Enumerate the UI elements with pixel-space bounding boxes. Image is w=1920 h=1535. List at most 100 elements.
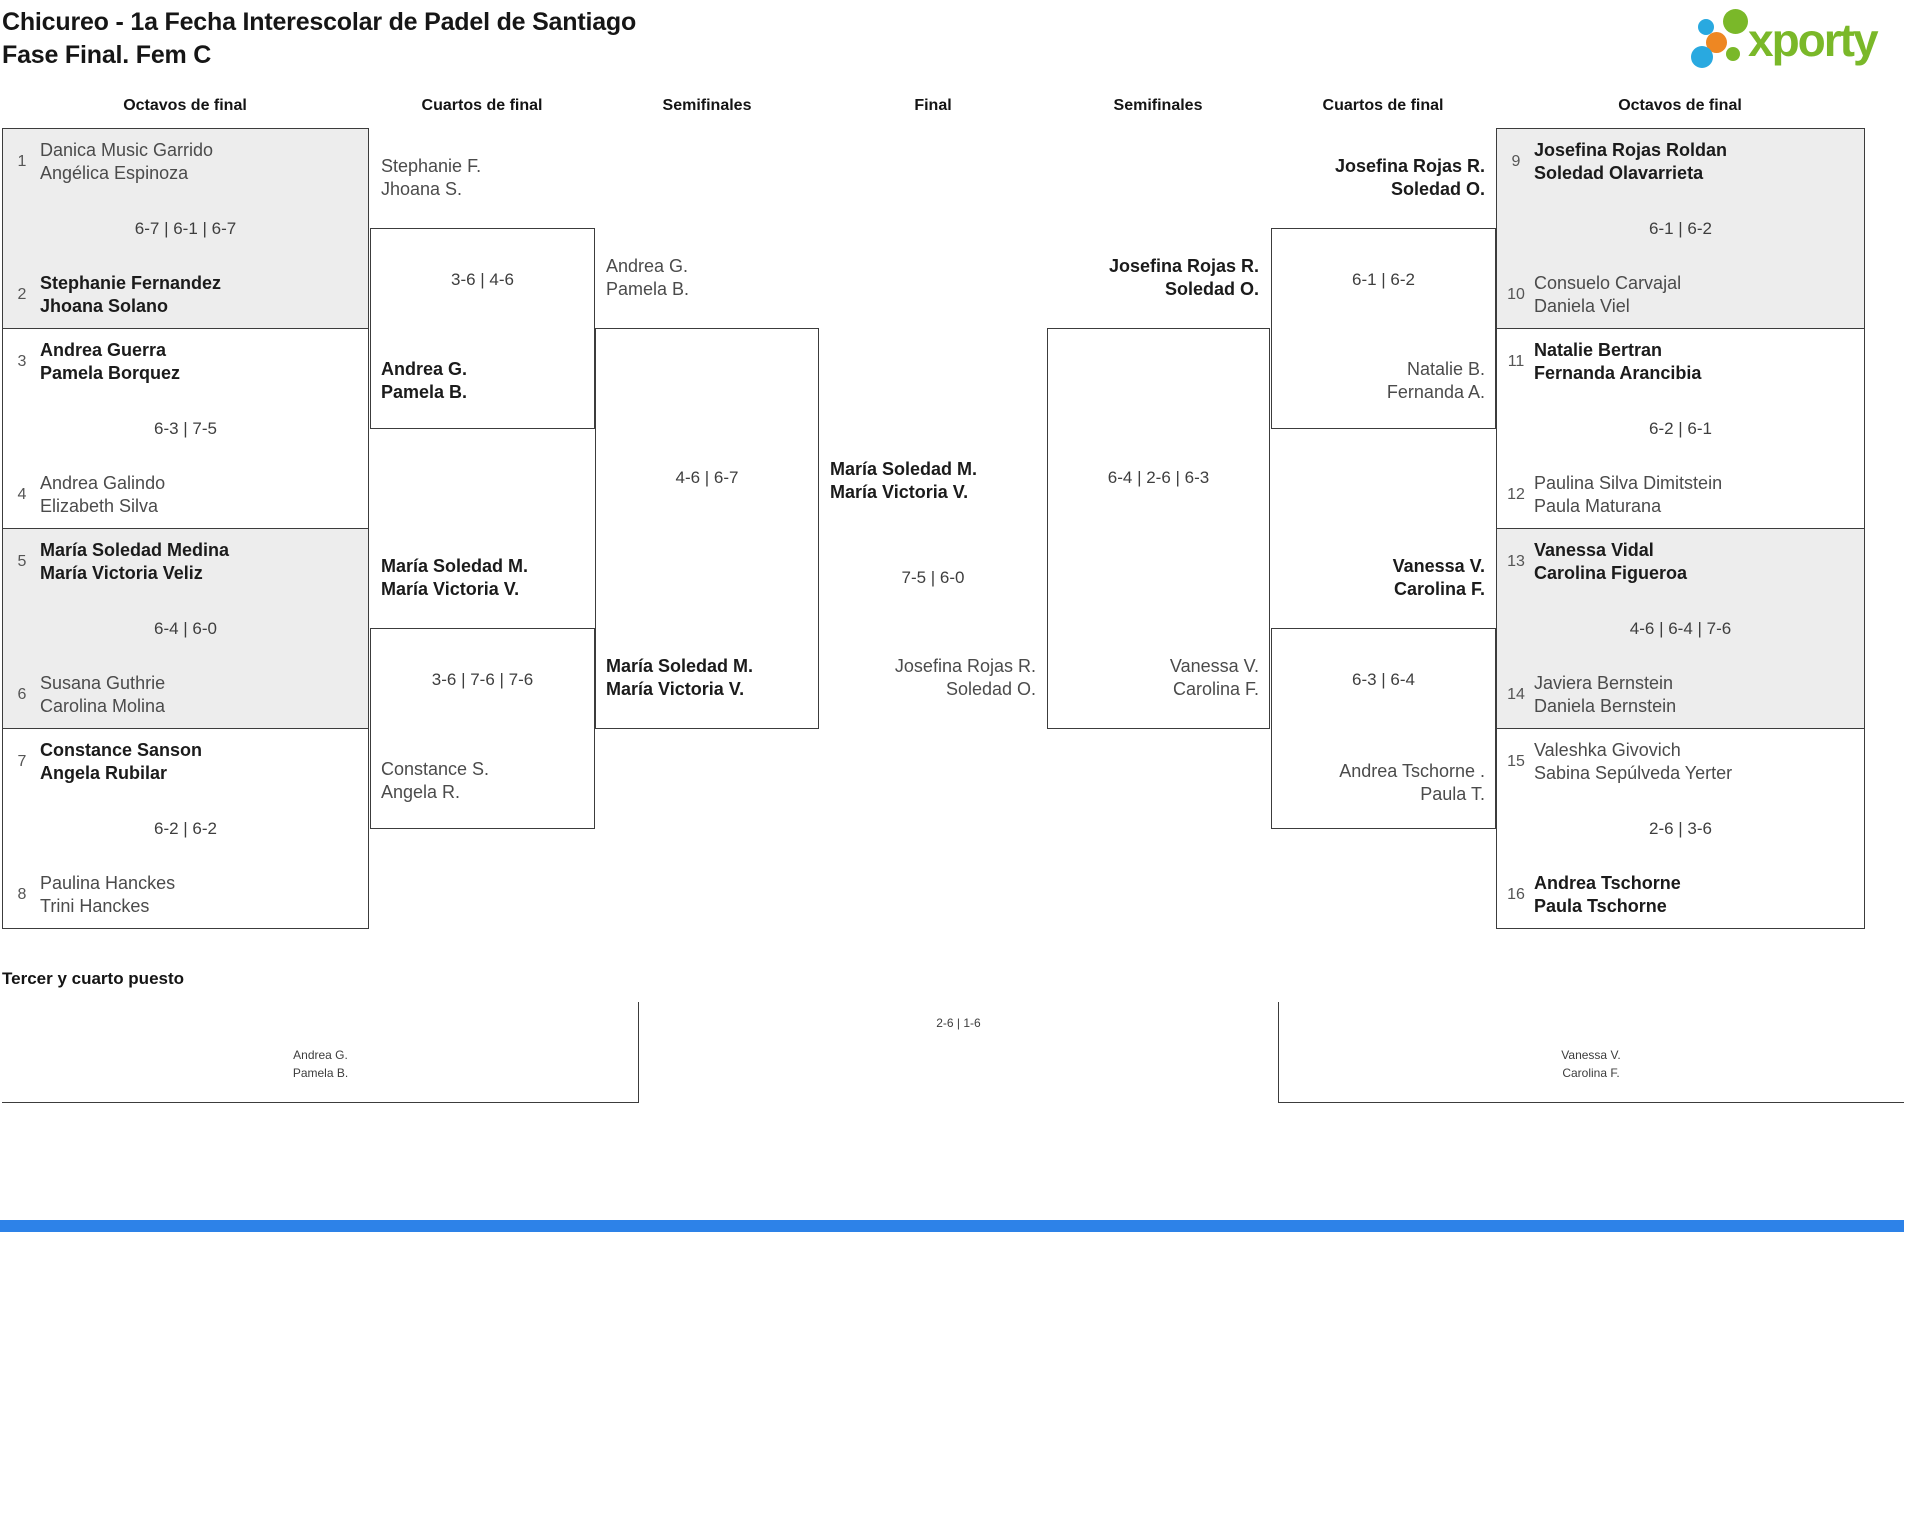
player-name: Carolina F. xyxy=(1393,579,1485,599)
round-header-cuartos-right: Cuartos de final xyxy=(1322,97,1444,114)
player-name: Valeshka Givovich xyxy=(1534,740,1681,760)
player-name: Paulina Silva Dimitstein xyxy=(1534,473,1723,493)
player-name: María Victoria V. xyxy=(606,679,745,699)
match-score: 6-1 | 6-2 xyxy=(1648,218,1712,238)
round-header-final: Final xyxy=(914,97,952,114)
sf-right-team-top: Josefina Rojas R. Soledad O. xyxy=(1047,255,1259,301)
player-name: Andrea Tschorne . xyxy=(1339,761,1485,781)
player-name: Andrea Guerra xyxy=(40,340,167,360)
player-name: Consuelo Carvajal xyxy=(1534,273,1682,293)
player-name: Carolina Molina xyxy=(40,696,166,716)
player-name: Andrea G. xyxy=(606,256,689,276)
sf-left-team-bottom: María Soledad M. María Victoria V. xyxy=(606,655,753,701)
player-name: Vanessa V. xyxy=(1392,556,1485,576)
qf-right-2-score: 6-3 | 6-4 xyxy=(1351,670,1415,689)
qf-right-2-team-bottom: Andrea Tschorne . Paula T. xyxy=(1271,760,1485,806)
sf-left-score: 4-6 | 6-7 xyxy=(675,468,739,487)
team-seed-10: 10 Consuelo Carvajal Daniela Viel xyxy=(1503,272,1858,318)
team-names: Danica Music Garrido Angélica Espinoza xyxy=(40,139,213,185)
qf-left-1-team-top: Stephanie F. Jhoana S. xyxy=(381,155,481,201)
player-name: Fernanda Arancibia xyxy=(1534,363,1702,383)
seed-number: 5 xyxy=(17,553,27,570)
player-name: Jhoana Solano xyxy=(40,296,169,316)
sf-right-score: 6-4 | 2-6 | 6-3 xyxy=(1107,468,1210,487)
third-place-score: 2-6 | 1-6 xyxy=(936,1016,981,1030)
team-seed-5: 5 María Soledad Medina María Victoria Ve… xyxy=(9,539,362,585)
player-name: Josefina Rojas R. xyxy=(1108,256,1259,276)
player-name: Trini Hanckes xyxy=(40,896,150,916)
seed-number: 8 xyxy=(17,886,27,903)
third-place-left-team: Andrea G. Pamela B. xyxy=(2,1046,639,1082)
final-score: 7-5 | 6-0 xyxy=(901,568,965,587)
player-name: Jhoana S. xyxy=(381,179,463,199)
seed-number: 14 xyxy=(1507,686,1525,703)
team-names: Natalie Bertran Fernanda Arancibia xyxy=(1534,339,1701,385)
seed-number: 3 xyxy=(17,353,27,370)
seed-number: 16 xyxy=(1507,886,1525,903)
player-name: Paula T. xyxy=(1420,784,1485,804)
player-name: María Soledad M. xyxy=(606,656,754,676)
match-score: 6-2 | 6-1 xyxy=(1648,418,1712,438)
match-box-5v6: 5 María Soledad Medina María Victoria Ve… xyxy=(2,528,369,729)
player-name: Vanessa Vidal xyxy=(1534,540,1654,560)
seed-number: 4 xyxy=(17,486,27,503)
player-name: Paulina Hanckes xyxy=(40,873,176,893)
logo-dot-green-large xyxy=(1723,9,1748,34)
team-names: Paulina Silva Dimitstein Paula Maturana xyxy=(1534,472,1722,518)
team-names: Susana Guthrie Carolina Molina xyxy=(40,672,165,718)
qf-right-1-team-top: Josefina Rojas R. Soledad O. xyxy=(1271,155,1485,201)
third-place-right-team: Vanessa V. Carolina F. xyxy=(1278,1046,1904,1082)
match-box-3v4: 3 Andrea Guerra Pamela Borquez 6-3 | 7-5… xyxy=(2,328,369,529)
sf-right-team-bottom: Vanessa V. Carolina F. xyxy=(1047,655,1259,701)
player-name: Josefina Rojas R. xyxy=(1334,156,1485,176)
seed-number: 9 xyxy=(1511,153,1521,170)
player-name: María Soledad Medina xyxy=(40,540,230,560)
player-name: Danica Music Garrido xyxy=(40,140,214,160)
team-seed-9: 9 Josefina Rojas Roldan Soledad Olavarri… xyxy=(1503,139,1858,185)
logo-dot-green-small xyxy=(1726,47,1740,61)
player-name: Pamela B. xyxy=(292,1066,349,1080)
player-name: Paula Tschorne xyxy=(1534,896,1667,916)
team-seed-16: 16 Andrea Tschorne Paula Tschorne xyxy=(1503,872,1858,918)
player-name: Sabina Sepúlveda Yerter xyxy=(1534,763,1733,783)
seed-number: 13 xyxy=(1507,553,1525,570)
team-names: Josefina Rojas Roldan Soledad Olavarriet… xyxy=(1534,139,1727,185)
player-name: Andrea Galindo xyxy=(40,473,166,493)
qf-right-2-box xyxy=(1271,628,1496,829)
bottom-blue-bar xyxy=(0,1220,1904,1232)
player-name: Angela R. xyxy=(381,782,461,802)
player-name: Soledad O. xyxy=(945,679,1036,699)
sf-right-box xyxy=(1047,328,1270,729)
player-name: Soledad O. xyxy=(1164,279,1259,299)
team-seed-13: 13 Vanessa Vidal Carolina Figueroa xyxy=(1503,539,1858,585)
player-name: Elizabeth Silva xyxy=(40,496,159,516)
match-box-1v2: 1 Danica Music Garrido Angélica Espinoza… xyxy=(2,128,369,329)
round-header-octavos-right: Octavos de final xyxy=(1618,97,1742,114)
team-seed-7: 7 Constance Sanson Angela Rubilar xyxy=(9,739,362,785)
seed-number: 2 xyxy=(17,286,27,303)
team-seed-12: 12 Paulina Silva Dimitstein Paula Matura… xyxy=(1503,472,1858,518)
player-name: Susana Guthrie xyxy=(40,673,166,693)
team-seed-6: 6 Susana Guthrie Carolina Molina xyxy=(9,672,362,718)
player-name: Natalie Bertran xyxy=(1534,340,1663,360)
seed-number: 7 xyxy=(17,753,27,770)
player-name: Paula Maturana xyxy=(1534,496,1662,516)
logo-dot-blue-small xyxy=(1698,19,1714,35)
team-seed-1: 1 Danica Music Garrido Angélica Espinoza xyxy=(9,139,362,185)
player-name: María Victoria Veliz xyxy=(40,563,203,583)
player-name: María Soledad M. xyxy=(381,556,529,576)
team-seed-3: 3 Andrea Guerra Pamela Borquez xyxy=(9,339,362,385)
match-score: 6-4 | 6-0 xyxy=(153,618,217,638)
seed-number: 10 xyxy=(1507,286,1525,303)
player-name: Josefina Rojas R. xyxy=(894,656,1036,676)
round-header-cuartos-left: Cuartos de final xyxy=(421,97,543,114)
match-score: 6-3 | 7-5 xyxy=(153,418,217,438)
qf-right-1-team-bottom: Natalie B. Fernanda A. xyxy=(1271,358,1485,404)
player-name: Vanessa V. xyxy=(1561,1048,1621,1062)
player-name: Angélica Espinoza xyxy=(40,163,189,183)
qf-left-1-box xyxy=(370,228,595,429)
player-name: Constance S. xyxy=(381,759,490,779)
player-name: Natalie B. xyxy=(1406,359,1485,379)
third-place-left-connector xyxy=(2,1002,639,1103)
player-name: María Soledad M. xyxy=(830,459,978,479)
